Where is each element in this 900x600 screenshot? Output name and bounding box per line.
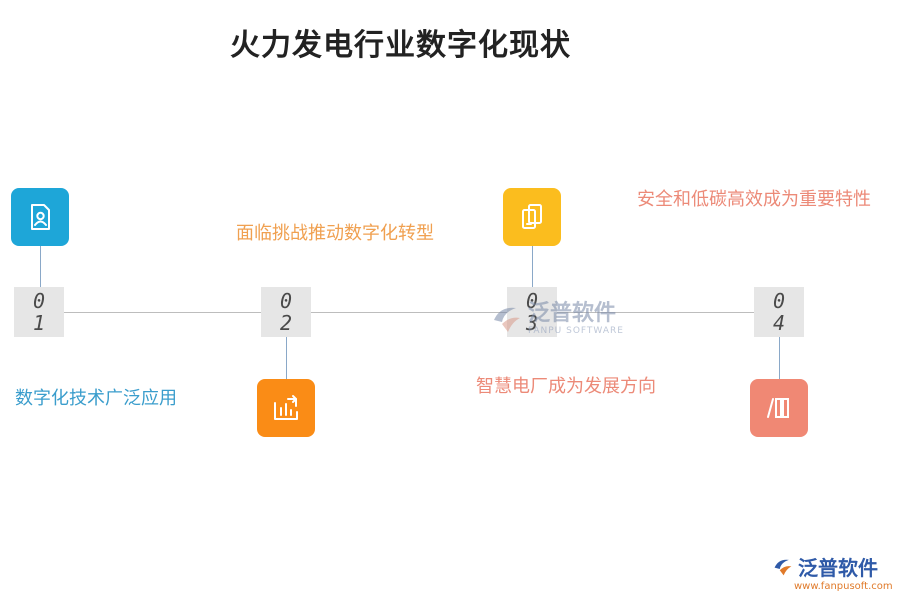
- bar-chart-share-icon: [274, 395, 298, 420]
- step-2-digit-a: 0: [279, 289, 293, 313]
- step-2-icon-box: [257, 379, 315, 437]
- step-1-connector: [40, 246, 41, 287]
- step-3-connector: [532, 246, 533, 287]
- step-4-number: 0 4: [754, 287, 804, 337]
- step-2-digit-b: 2: [279, 311, 293, 335]
- user-document-icon: [31, 204, 50, 230]
- fanpu-logo-icon: [494, 307, 520, 332]
- watermark-en: FANPU SOFTWARE: [528, 326, 624, 336]
- brand-logo: 泛普软件 www.fanpusoft.com: [772, 552, 893, 592]
- step-3-number: 0 3: [507, 287, 557, 337]
- step-2-number: 0 2: [261, 287, 311, 337]
- fanpu-brand-icon: [774, 559, 792, 575]
- step-1-label: 数字化技术广泛应用: [15, 388, 177, 409]
- step-2-label: 面临挑战推动数字化转型: [236, 223, 434, 244]
- step-3-label: 智慧电厂成为发展方向: [476, 376, 656, 397]
- step-1-number: 0 1: [14, 287, 64, 337]
- tablet-device-icon: [522, 204, 542, 229]
- step-4-icon-box: [750, 379, 808, 437]
- step-1-digit-a: 0: [32, 289, 46, 313]
- step-2-connector: [286, 337, 287, 379]
- brand-cn: 泛普软件: [798, 556, 878, 580]
- step-4-connector: [779, 337, 780, 379]
- watermark-cn: 泛普软件: [528, 301, 617, 326]
- step-3-digit-a: 0: [525, 289, 539, 313]
- brand-url[interactable]: www.fanpusoft.com: [794, 581, 893, 592]
- page-title: 火力发电行业数字化现状: [230, 28, 571, 63]
- timeline-line: [40, 312, 780, 313]
- book-columns-icon: [767, 398, 789, 418]
- step-4-digit-b: 4: [772, 311, 786, 335]
- step-3-icon-box: [503, 188, 561, 246]
- step-1-icon-box: [11, 188, 69, 246]
- step-3-digit-b: 3: [525, 311, 539, 335]
- step-1-digit-b: 1: [32, 311, 46, 335]
- watermark-logo: 泛普软件 FANPU SOFTWARE: [490, 302, 624, 336]
- step-4-label: 安全和低碳高效成为重要特性: [637, 189, 871, 210]
- step-4-digit-a: 0: [772, 289, 786, 313]
